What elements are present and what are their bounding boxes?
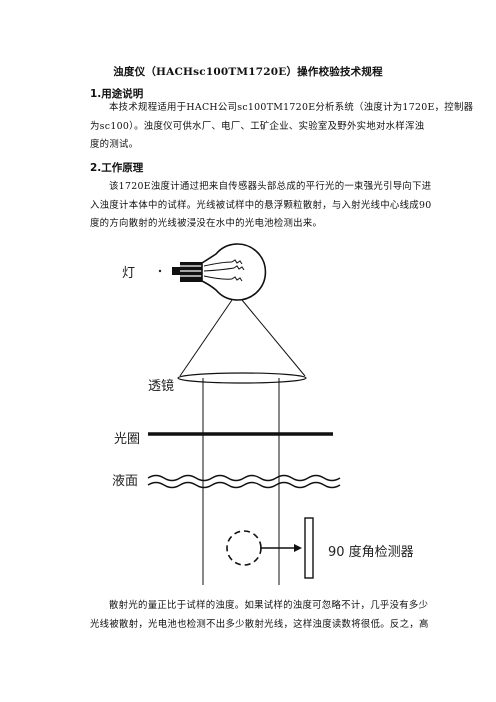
bottom-paragraph: 散射光的量正比于试样的浊度。如果试样的浊度可忽略不计，几乎没有多少 光线被散射，… <box>90 597 429 634</box>
bottom-line-2: 光线被散射，光电池也检测不出多少散射光线，这样浊度读数将很低。反之，高 <box>90 618 429 630</box>
document-title: 浊度仪（HACHsc100TM1720E）操作校验技术规程 <box>113 66 383 78</box>
lamp-dot <box>158 269 162 273</box>
liquid-surface-wave-2 <box>147 481 341 489</box>
section-1-heading: 1.用途说明 <box>90 88 144 100</box>
scatter-arrow-head <box>294 544 302 552</box>
lamp-label: 灯 <box>122 266 135 281</box>
bottom-line-1: 散射光的量正比于试样的浊度。如果试样的浊度可忽略不计，几乎没有多少 <box>109 600 429 611</box>
scattering-volume <box>226 530 262 566</box>
light-cone-left <box>179 299 233 377</box>
section-2-heading: 2.工作原理 <box>90 162 144 174</box>
s1-line-3: 度的测试。 <box>90 139 139 150</box>
lens-label: 透镜 <box>148 379 174 394</box>
s2-line-2: 入浊度计本体中的试样。光线被试样中的悬浮颗粒散射，与入射光线中心线成90 <box>90 199 432 211</box>
detector-label: 90 度角检测器 <box>328 544 414 560</box>
lamp-icon <box>172 243 267 301</box>
light-cone-right <box>241 299 306 377</box>
liquid-surface-wave-1 <box>147 474 341 482</box>
s2-line-3: 度的方向散射的光线被浸没在水中的光电池检测出来。 <box>90 218 323 229</box>
aperture-label: 光圈 <box>114 432 140 447</box>
lens-shape <box>177 372 307 384</box>
liquid-surface-label: 液面 <box>112 474 138 489</box>
section-2-paragraph: 该1720E浊度计通过把来自传感器头部总成的平行光的一束强光引导向下进 入浊度计… <box>90 178 432 234</box>
s2-line-1: 该1720E浊度计通过把来自传感器头部总成的平行光的一束强光引导向下进 <box>109 181 432 192</box>
s1-line-1: 本技术规程适用于HACH公司sc100TM1720E分析系统（浊度计为1720E… <box>109 102 474 113</box>
s1-line-2: 为sc100）。浊度仪可供水厂、电厂、工矿企业、实验室及野外实地对水样浑浊 <box>90 120 425 132</box>
section-1-paragraph: 本技术规程适用于HACH公司sc100TM1720E分析系统（浊度计为1720E… <box>90 99 474 155</box>
detector-shape <box>304 517 314 579</box>
